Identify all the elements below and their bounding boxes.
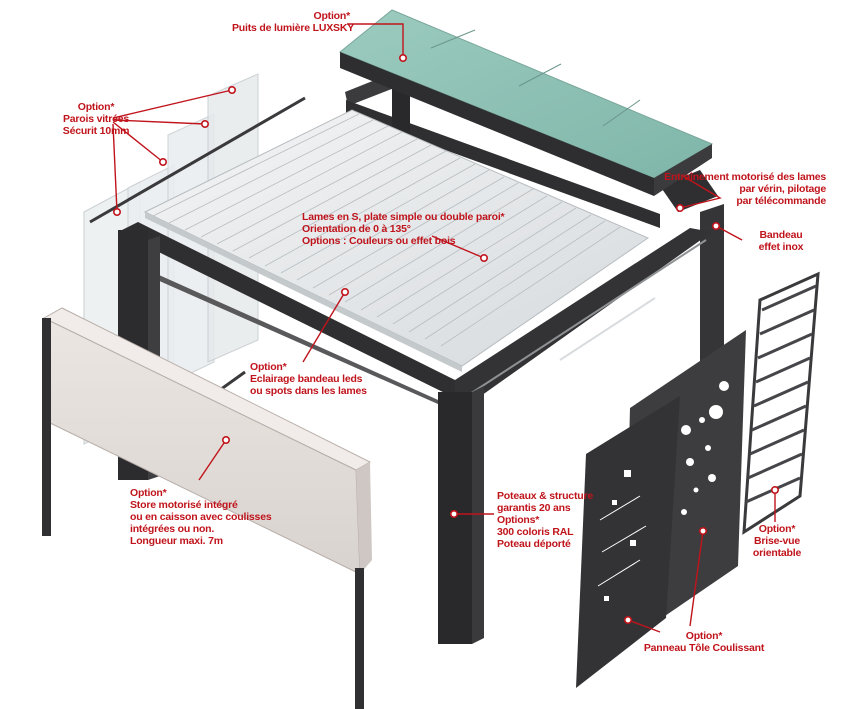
callout-dots xyxy=(113,53,779,624)
label-eclairage: Option* Eclairage bandeau leds ou spots … xyxy=(250,361,367,397)
skylight-frame xyxy=(340,52,654,196)
lighting-strip xyxy=(559,297,656,361)
front-beam-right xyxy=(455,228,712,398)
label-panneau: Option* Panneau Tôle Coulissant xyxy=(643,630,765,654)
brise-vue-frame xyxy=(742,271,820,535)
roof-slats xyxy=(143,109,650,372)
glass-rail-top xyxy=(89,96,306,224)
metal-panels xyxy=(576,330,746,688)
corner-post xyxy=(438,392,472,644)
brise-vue xyxy=(742,271,820,535)
front-beam-left xyxy=(118,222,455,398)
label-poteaux: Poteaux & structure garantis 20 ans Opti… xyxy=(497,490,593,550)
luxsky-skylight xyxy=(339,9,714,196)
callout-lines xyxy=(112,23,776,633)
label-lames: Lames en S, plate simple ou double paroi… xyxy=(302,211,505,247)
slat-panel xyxy=(143,109,650,367)
metal-panel-front xyxy=(576,396,680,688)
label-store: Option* Store motorisé intégré ou en cai… xyxy=(130,487,272,547)
store-post-right xyxy=(355,568,364,709)
label-luxsky: Option* Puits de lumière LUXSKY xyxy=(232,10,355,34)
inox-band xyxy=(469,239,707,395)
label-bandeau: Bandeau effet inox xyxy=(758,229,804,253)
motorized-store xyxy=(42,307,372,709)
label-brise-vue: Option* Brise-vue orientable xyxy=(752,523,802,559)
label-entrainement: Entraînement motorisé des lames par véri… xyxy=(664,171,826,207)
store-post-left xyxy=(42,318,51,536)
label-parois-vitrees: Option* Parois vitrées Sécurit 10mm xyxy=(62,101,130,137)
